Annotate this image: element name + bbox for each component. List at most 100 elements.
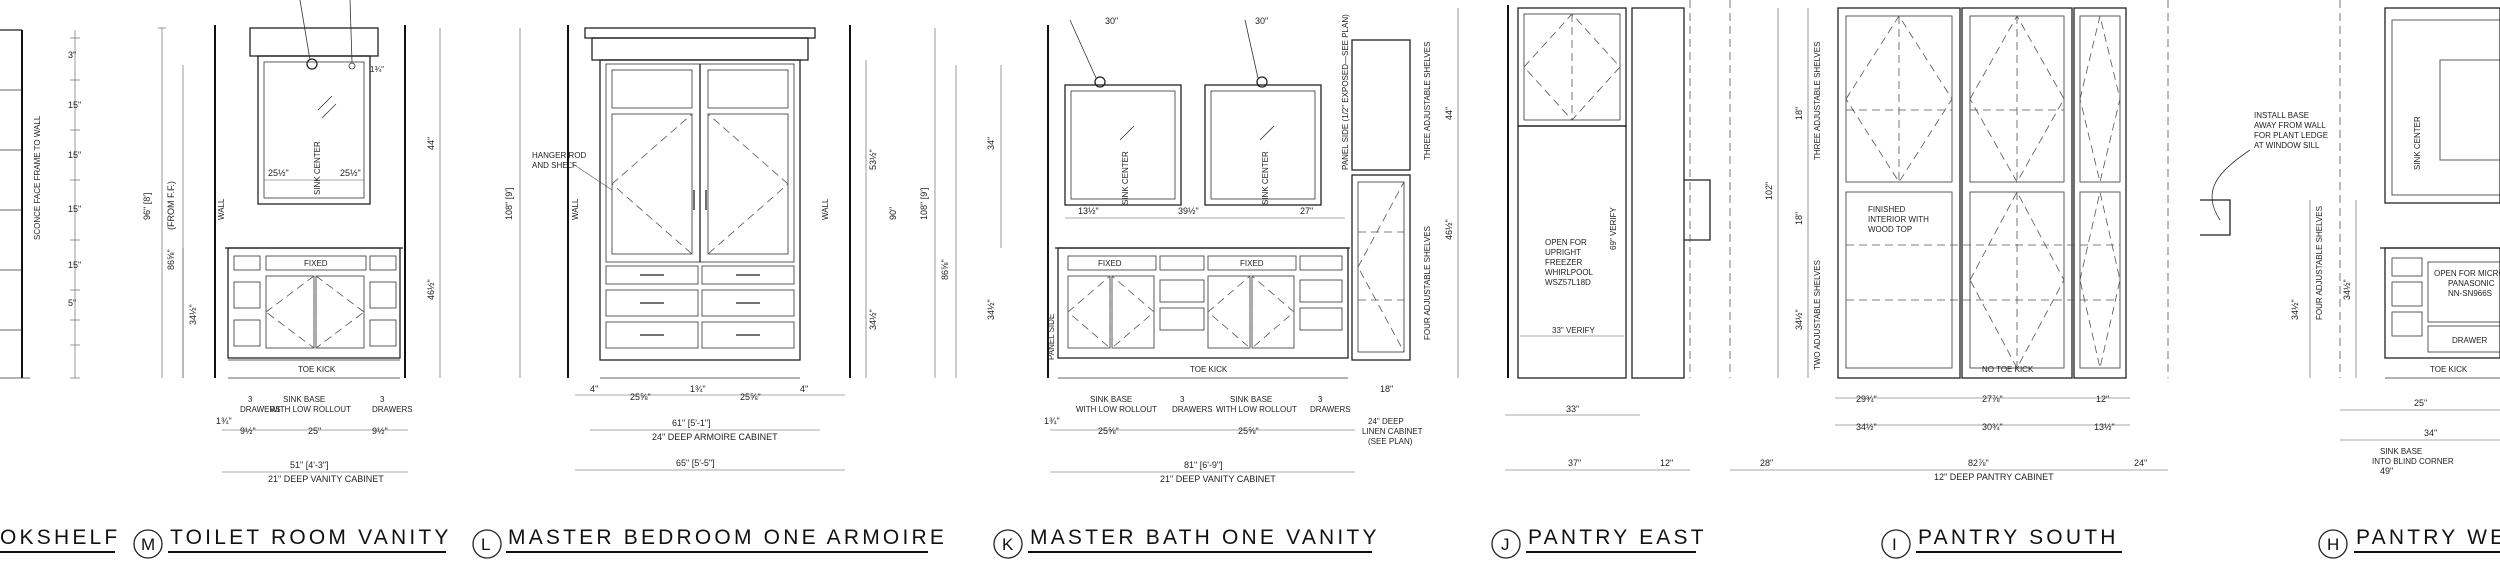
microwave-3: NN-SN966S — [2448, 289, 2492, 298]
dim-34-k: 34" — [986, 137, 996, 150]
drawer-h: DRAWER — [2452, 336, 2487, 345]
dim-34-i: 34½" — [1794, 309, 1804, 330]
microwave-2: PANASONIC — [2448, 279, 2495, 288]
drawers-k2: 3 — [1318, 395, 1323, 404]
sink-base-m2: WITH LOW ROLLOUT — [270, 405, 351, 414]
dim-1-m: 1¾" — [216, 416, 232, 426]
three-adj-k: THREE ADJUSTABLE SHELVES — [1423, 42, 1432, 160]
toe-kick-h: TOE KICK — [2430, 365, 2468, 374]
dim-4-l: 4" — [590, 384, 598, 394]
finished-1: FINISHED — [1868, 205, 1906, 214]
dim-25q-l2: 25⅝" — [740, 392, 761, 402]
dim-5: 5" — [68, 298, 76, 308]
drawers-m1: DRAWERS — [240, 405, 281, 414]
pantry-west-elevation: INSTALL BASE AWAY FROM WALL FOR PLANT LE… — [2200, 0, 2500, 476]
vanity-k-total: 81" [6'-9"] — [1184, 460, 1223, 470]
install-base-1: INSTALL BASE — [2254, 111, 2309, 120]
dim-9b-m: 9½" — [372, 426, 388, 436]
install-base-2: AWAY FROM WALL — [2254, 121, 2326, 130]
sink-center-m: SINK CENTER — [313, 141, 322, 195]
linen-2: LINEN CABINET — [1362, 427, 1423, 436]
verify-33: 33" VERIFY — [1552, 326, 1596, 335]
fixed-label-m: FIXED — [304, 259, 328, 268]
dim-30-i: 30¾" — [1982, 422, 2003, 432]
armoire-total: 61" [5'-1"] — [672, 418, 711, 428]
sink-base-m: SINK BASE — [283, 395, 325, 404]
title-i-text: PANTRY SOUTH — [1918, 526, 2119, 549]
armoire-outer: 65" [5'-5"] — [676, 458, 715, 468]
wall-note-l: WALL — [571, 198, 580, 220]
badge-k: K — [1002, 535, 1014, 554]
dim-108-l: 108" [9'] — [504, 188, 514, 220]
dim-102: 102" — [1764, 182, 1774, 200]
title-k-text: MASTER BATH ONE VANITY — [1030, 526, 1380, 549]
title-okshelf: OKSHELF — [0, 526, 120, 553]
from-ff: (FROM F.F.) — [166, 181, 176, 230]
badge-l: L — [481, 535, 490, 554]
dim-33-j: 33" — [1566, 404, 1579, 414]
open-for-5: WSZ57L18D — [1545, 278, 1591, 287]
open-for-3: FREEZER — [1545, 258, 1583, 267]
badge-h: H — [2327, 535, 2339, 554]
armoire-sub: 24" DEEP ARMOIRE CABINET — [652, 432, 778, 442]
dim-18-k: 18" — [1380, 384, 1393, 394]
hanger-note: HANGER ROD — [532, 151, 586, 160]
dim-12-j: 12" — [1660, 458, 1673, 468]
four-adj-h: FOUR ADJUSTABLE SHELVES — [2315, 206, 2324, 320]
dim-25-right: 25½" — [340, 168, 361, 178]
dim-18-i: 18" — [1794, 107, 1804, 120]
dim-39: 39½" — [1178, 206, 1199, 216]
dim-34h-h: 34½" — [2342, 279, 2352, 300]
dim-15d: 15" — [68, 260, 81, 270]
dim-34-l: 34½" — [868, 309, 878, 330]
install-base-3: FOR PLANT LEDGE — [2254, 131, 2328, 140]
dim-34-i-b: 34½" — [1856, 422, 1877, 432]
two-adj-i: TWO ADJUSTABLE SHELVES — [1813, 260, 1822, 370]
dim-96: 96" [8'] — [142, 193, 152, 220]
dim-28-i: 28" — [1760, 458, 1773, 468]
title-j: J PANTRY EAST — [1491, 526, 1707, 559]
dim-25q-k: 25⅝" — [1098, 426, 1119, 436]
sink-base-h2: INTO BLIND CORNER — [2372, 457, 2454, 466]
title-m: M TOILET ROOM VANITY — [133, 526, 448, 559]
sink-base-k2b: WITH LOW ROLLOUT — [1216, 405, 1297, 414]
finished-3: WOOD TOP — [1868, 225, 1912, 234]
dim-34-h: 34½" — [2290, 299, 2300, 320]
title-l: L MASTER BEDROOM ONE ARMOIRE — [472, 526, 947, 559]
dim-4-l2: 4" — [800, 384, 808, 394]
toe-kick-k: TOE KICK — [1190, 365, 1228, 374]
drawers-k1: 3 — [1180, 395, 1185, 404]
dim-86: 86⅝" — [166, 249, 176, 270]
dim-13-i: 13½" — [2094, 422, 2115, 432]
title-okshelf-text: OKSHELF — [0, 526, 120, 549]
dim-25-h: 25" — [2414, 398, 2427, 408]
pantry-south-elevation: 102" 18" 18" 34½" THREE ADJUSTABLE SHELV… — [1729, 0, 2169, 482]
dim-25-m: 25" — [308, 426, 321, 436]
title-j-text: PANTRY EAST — [1528, 526, 1707, 549]
dim-34: 34½" — [188, 304, 198, 325]
sink-base-h: SINK BASE — [2380, 447, 2422, 456]
open-for-4: WHIRLPOOL — [1545, 268, 1594, 277]
dim-46: 46½" — [426, 279, 436, 300]
dim-27-i: 27⅞" — [1982, 394, 2003, 404]
dim-1-k: 1¾" — [1044, 416, 1060, 426]
dim-46-j: 46½" — [1444, 219, 1454, 240]
dim-30-b: 30" — [1255, 16, 1268, 26]
dim-1-l: 1¾" — [690, 384, 706, 394]
dim-108-k: 108" [9'] — [919, 188, 929, 220]
dim-27: 27" — [1300, 206, 1313, 216]
dim-18h-i: 18" — [1794, 212, 1804, 225]
fixed-k1: FIXED — [1098, 259, 1122, 268]
fixed-k2: FIXED — [1240, 259, 1264, 268]
dim-49-h: 49" — [2380, 466, 2393, 476]
badge-j: J — [1501, 535, 1510, 554]
open-for-2: UPRIGHT — [1545, 248, 1581, 257]
panel-exposed: PANEL SIDE (1/2" EXPOSED—SEE PLAN) — [1341, 14, 1350, 170]
title-l-text: MASTER BEDROOM ONE ARMOIRE — [508, 526, 947, 549]
pantry-total: 82⅞" — [1968, 458, 1989, 468]
sink-base-k1: SINK BASE — [1090, 395, 1132, 404]
dim-25-left: 25½" — [268, 168, 289, 178]
bookshelf-elevation: 3" 15" 15" 15" 15" 5" SCONCE FACE FRAME … — [0, 29, 81, 379]
sink-center-k1: SINK CENTER — [1121, 151, 1130, 205]
